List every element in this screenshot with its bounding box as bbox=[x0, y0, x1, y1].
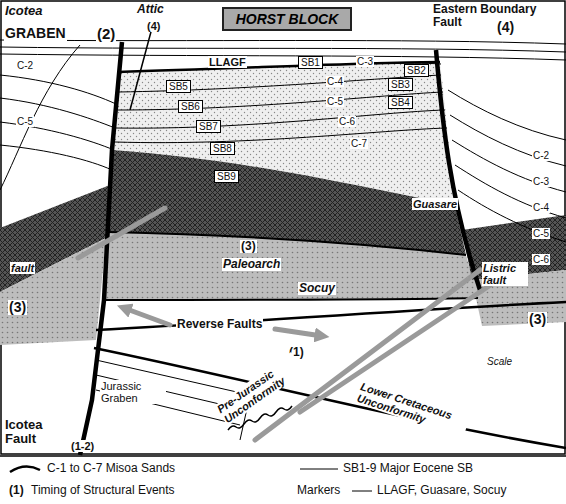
map-label: (4) bbox=[496, 20, 515, 35]
map-label: C-6 bbox=[338, 116, 356, 127]
map-label: (3) bbox=[8, 300, 27, 315]
map-label: Paleoarch bbox=[222, 258, 281, 271]
legend-entry: C-1 to C-7 Misoa Sands bbox=[46, 462, 176, 475]
map-label: SB3 bbox=[388, 78, 413, 91]
map-label: Icotea Fault bbox=[4, 418, 68, 447]
map-label: Listric fault bbox=[482, 262, 528, 286]
map-label: C-2 bbox=[532, 150, 550, 161]
map-label: (1-2) bbox=[70, 440, 95, 452]
map-label: C-3 bbox=[356, 56, 374, 67]
map-label: (2) bbox=[96, 26, 116, 43]
map-label: SB5 bbox=[166, 80, 191, 93]
map-label: C-3 bbox=[532, 176, 550, 187]
map-label: C-4 bbox=[326, 76, 344, 87]
legend-entry: SB1-9 Major Eocene SB bbox=[342, 462, 474, 475]
map-label: SB8 bbox=[210, 142, 235, 155]
map-label: fault bbox=[10, 262, 35, 274]
map-label: C-5 bbox=[16, 116, 34, 127]
legend-entry: Timing of Structural Events bbox=[30, 484, 176, 497]
map-label: C-4 bbox=[532, 202, 550, 213]
title-banner: HORST BLOCK bbox=[222, 7, 353, 31]
map-label: (4) bbox=[146, 20, 161, 32]
map-label: Socuy bbox=[298, 282, 336, 295]
map-label: Icotea bbox=[4, 4, 44, 18]
map-label: Lower Cretaceous Unconformity bbox=[355, 380, 471, 438]
map-label: SB6 bbox=[178, 100, 203, 113]
map-label: SB9 bbox=[214, 170, 239, 183]
map-label: (3) bbox=[240, 240, 257, 253]
map-label: GRABEN bbox=[4, 26, 67, 41]
map-label: Pre-Jurassic Unconformity bbox=[214, 352, 305, 426]
legend-entry: LLAGF, Guasare, Socuy bbox=[376, 484, 507, 497]
map-label: (1) bbox=[8, 484, 25, 497]
map-label: Guasare bbox=[412, 198, 458, 210]
map-label: C-2 bbox=[16, 60, 34, 71]
map-label: Jurassic Graben bbox=[100, 380, 166, 404]
map-label: SB2 bbox=[404, 64, 429, 77]
map-label: SB1 bbox=[298, 56, 323, 69]
map-label: Markers bbox=[296, 484, 341, 497]
map-label: C-7 bbox=[350, 138, 368, 149]
map-label: LLAGF bbox=[208, 56, 247, 68]
map-label: Scale bbox=[486, 356, 513, 367]
map-label: C-6 bbox=[532, 254, 550, 265]
map-label: Attic bbox=[136, 3, 165, 16]
map-label: (3) bbox=[528, 312, 547, 327]
map-label: SB7 bbox=[196, 120, 221, 133]
map-label: C-5 bbox=[326, 96, 344, 107]
map-label: Reverse Faults bbox=[176, 318, 263, 331]
map-label: Eastern Boundary Fault bbox=[432, 3, 546, 29]
map-label: SB4 bbox=[388, 96, 413, 109]
map-label: C-5 bbox=[532, 228, 550, 239]
